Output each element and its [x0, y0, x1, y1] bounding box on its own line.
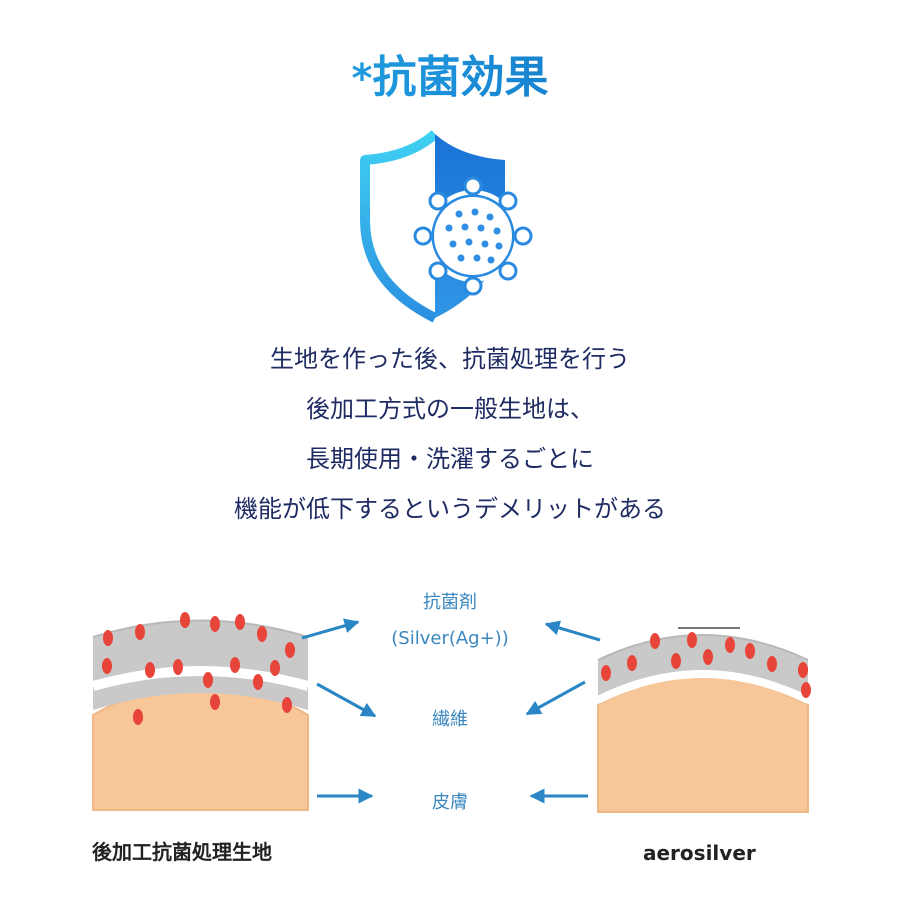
- title-star: *: [351, 56, 373, 102]
- right-fabric-illustration: [596, 627, 811, 813]
- arrow-right-agent: [544, 620, 601, 642]
- arrow-left-agent: [301, 618, 360, 640]
- title-text: 抗菌効果: [372, 52, 549, 103]
- arrow-left-fiber: [316, 682, 377, 718]
- description: 生地を作った後、抗菌処理を行う 後加工方式の一般生地は、 長期使用・洗濯するごと…: [0, 334, 900, 534]
- page-title: *抗菌効果: [0, 48, 900, 109]
- description-line: 長期使用・洗濯するごとに: [306, 445, 594, 473]
- label-fiber: 繊維: [432, 709, 468, 730]
- arrow-right-fiber: [525, 680, 586, 716]
- caption-right: aerosilver: [643, 841, 756, 865]
- left-fabric-illustration: [91, 612, 310, 811]
- label-agent: 抗菌剤: [423, 592, 477, 613]
- fabric-comparison-diagram: 抗菌剤 (Silver(Ag+)) 繊維 皮膚 後加工抗菌処理生地 aerosi…: [0, 540, 900, 900]
- shield-virus-icon: [355, 128, 545, 323]
- description-line: 機能が低下するというデメリットがある: [234, 495, 666, 523]
- description-line: 後加工方式の一般生地は、: [306, 395, 594, 423]
- label-agent-silver: (Silver(Ag+)): [391, 628, 509, 649]
- label-skin: 皮膚: [432, 792, 468, 813]
- caption-left: 後加工抗菌処理生地: [92, 840, 272, 864]
- description-line: 生地を作った後、抗菌処理を行う: [270, 345, 630, 373]
